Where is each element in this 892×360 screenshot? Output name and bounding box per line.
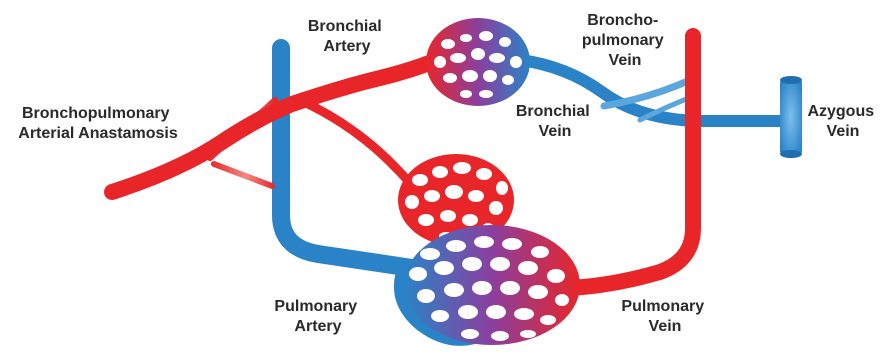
arterial-vessels <box>112 36 693 288</box>
label-azygous-vein: Azygous Vein <box>807 103 878 140</box>
label-pulmonary-artery-line1: Pulmonary <box>274 298 357 315</box>
lower-capillary-bed <box>404 225 580 345</box>
label-bronchopulmonary-vein: Broncho- pulmonary Vein <box>582 12 668 69</box>
label-bronchial-vein-line1: Bronchial <box>516 103 590 120</box>
label-bronchopulmonary-vein-line1: Broncho- <box>587 12 658 29</box>
label-bronchopulmonary-vein-line3: Vein <box>609 52 642 69</box>
label-bronchial-artery-line1: Bronchial <box>308 18 382 35</box>
upper-capillary-bed <box>426 18 530 106</box>
label-bronchopulmonary-vein-line2: pulmonary <box>582 32 664 49</box>
label-bronchial-artery: Bronchial Artery <box>308 18 386 55</box>
label-bronchopulmonary-arterial-anastamosis: Bronchopulmonary Arterial Anastamosis <box>18 105 178 142</box>
pulmonary-vein-vessel <box>568 36 693 288</box>
label-azygous-vein-line2: Vein <box>827 123 860 140</box>
label-bronchial-vein-line2: Vein <box>539 123 572 140</box>
label-pulmonary-artery-line2: Artery <box>294 318 341 335</box>
label-pulmonary-vein: Pulmonary Vein <box>621 298 708 335</box>
label-anastamosis-line1: Bronchopulmonary <box>22 105 170 122</box>
azygous-vein-vessel <box>780 76 802 158</box>
label-bronchial-vein: Bronchial Vein <box>516 103 594 140</box>
label-bronchial-artery-line2: Artery <box>323 38 370 55</box>
label-anastamosis-line2: Arterial Anastamosis <box>18 125 178 142</box>
label-azygous-vein-line1: Azygous <box>807 103 874 120</box>
label-pulmonary-artery: Pulmonary Artery <box>274 298 361 335</box>
label-pulmonary-vein-line1: Pulmonary <box>621 298 704 315</box>
label-pulmonary-vein-line2: Vein <box>649 318 682 335</box>
bronchial-artery-branch <box>300 100 412 186</box>
